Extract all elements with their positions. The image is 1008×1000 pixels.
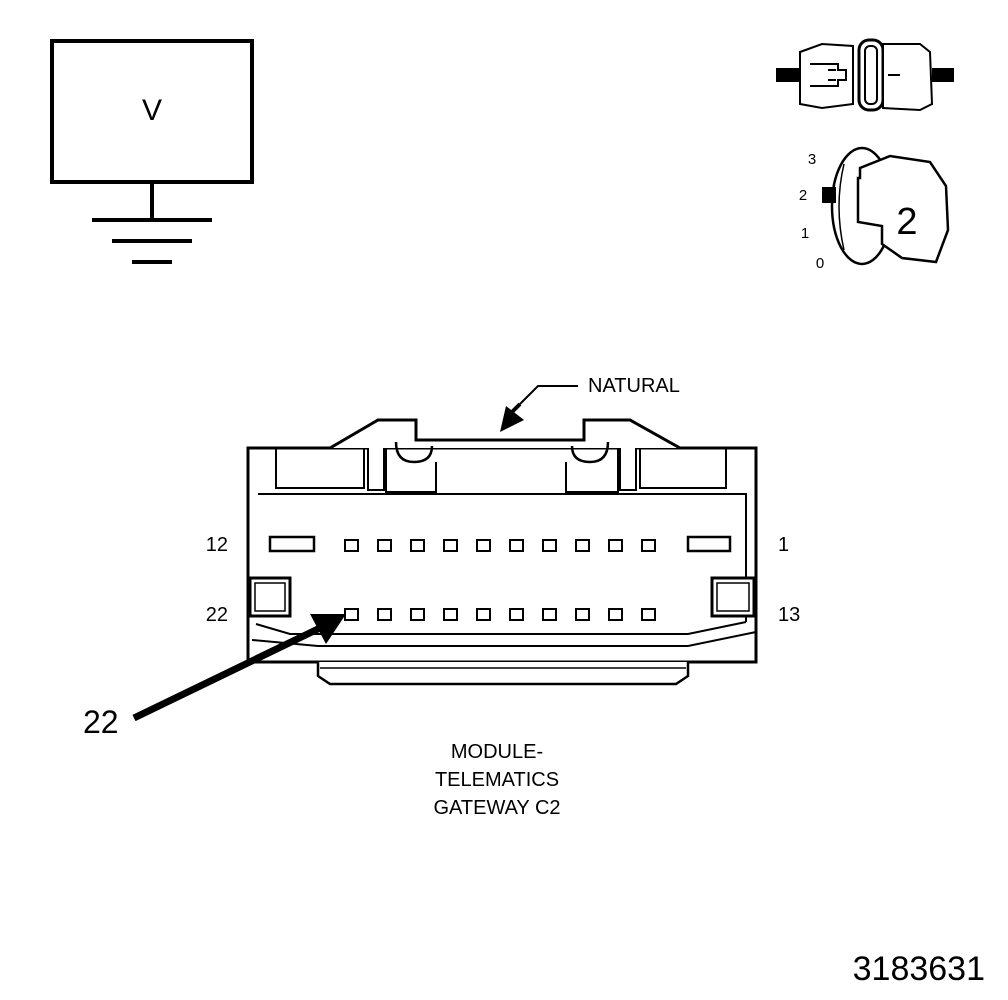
ignition-key-icon (856, 154, 950, 264)
connector-name-line-1: MODULE- (451, 741, 543, 763)
pin-label-bottom-right: 13 (778, 604, 800, 626)
pin-cavity (542, 608, 557, 621)
figure-id: 3183631 (853, 950, 985, 988)
pin-cavity (542, 539, 557, 552)
pin-cavity (377, 539, 392, 552)
disconnected-connector-icon (776, 38, 954, 112)
pin-cavity (410, 608, 425, 621)
ignition-switch-icon: 3 2 1 0 2 (799, 146, 950, 272)
pin-callout-arrowhead (310, 614, 346, 644)
pin-cavity-22 (344, 608, 359, 621)
connector-latch (248, 418, 756, 450)
pin-label-top-left: 12 (206, 534, 228, 556)
color-label: NATURAL (588, 375, 680, 397)
ignition-position-0: 0 (816, 255, 824, 272)
ignition-position-1: 1 (801, 225, 809, 242)
connector-name-line-3: GATEWAY C2 (433, 797, 560, 819)
pin-cavity (443, 539, 458, 552)
callout-pin-number: 22 (83, 704, 119, 740)
pin-cavity (641, 539, 656, 552)
pin-cavity (575, 608, 590, 621)
pin-cavity (476, 539, 491, 552)
pin-label-top-right: 1 (778, 534, 789, 556)
pin-cavity (443, 608, 458, 621)
connector-name-line-2: TELEMATICS (435, 769, 559, 791)
ignition-position-3: 3 (808, 151, 816, 168)
left-lock-block (248, 576, 292, 618)
pin-row-bottom (344, 608, 656, 621)
pin-cavity (344, 539, 359, 552)
pin-cavity (377, 608, 392, 621)
connector-bottom-rail (316, 662, 690, 686)
pin-callout: 22 (83, 614, 346, 740)
ground-icon (92, 218, 212, 264)
pin-cavity-1 (686, 535, 732, 553)
pin-cavity (476, 608, 491, 621)
color-callout-arrowhead (500, 406, 524, 432)
pin-cavity (575, 539, 590, 552)
pin-cavity (608, 539, 623, 552)
pin-row-top (344, 539, 656, 552)
pin-cavity (608, 608, 623, 621)
pin-cavity (509, 539, 524, 552)
right-lock-block (710, 576, 756, 618)
pin-cavity (641, 608, 656, 621)
voltmeter-box (50, 39, 254, 184)
pin-cavity (410, 539, 425, 552)
color-callout: NATURAL (500, 375, 680, 432)
ignition-position-marker (822, 187, 836, 203)
voltmeter-symbol: V (142, 94, 162, 127)
pin-label-bottom-left: 22 (206, 604, 228, 626)
connector-face: 12 1 22 13 (206, 418, 800, 686)
pin-cavity-12 (268, 535, 316, 553)
pin-cavity (509, 608, 524, 621)
connector-name: MODULE- TELEMATICS GATEWAY C2 (433, 741, 560, 819)
ignition-position-2: 2 (799, 187, 807, 204)
voltmeter: V (50, 39, 254, 264)
ignition-selected-position: 2 (896, 201, 917, 243)
